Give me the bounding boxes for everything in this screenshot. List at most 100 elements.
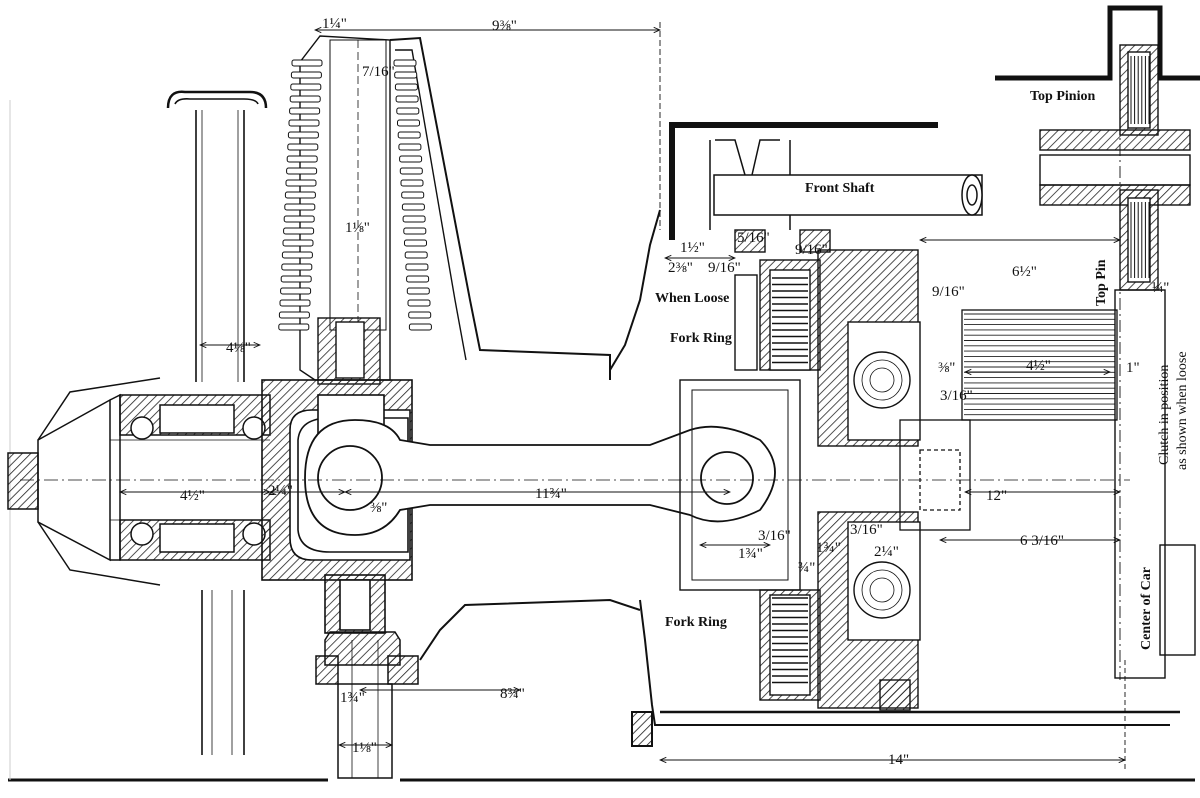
gear-tooth — [287, 143, 319, 151]
dim-3-8-b: ⅜" — [938, 360, 955, 376]
dim-4-1-2-shaft: 4½" — [1026, 358, 1051, 374]
gear-tooth — [286, 155, 318, 163]
gear-tooth — [290, 71, 322, 79]
clutch-plates — [772, 277, 808, 684]
label-top-pinion: Top Pinion — [1030, 89, 1095, 104]
gear-tooth — [404, 251, 428, 259]
gear-tooth — [398, 143, 422, 151]
dim-top-1-1-4: 1¼" — [322, 16, 347, 32]
clutch-lower — [759, 511, 921, 711]
fork-post — [166, 90, 268, 755]
dim-1-1-8-lower: 1⅛" — [352, 740, 377, 756]
gear-tooth — [394, 83, 418, 91]
lower-hub — [315, 598, 641, 779]
gear-tooth — [278, 311, 310, 319]
dim-9-16-b: 9/16" — [708, 260, 741, 276]
gear-tooth — [282, 239, 314, 247]
dim-3-16: 3/16" — [940, 388, 973, 404]
gear-tooth — [397, 119, 420, 127]
gear-tooth — [399, 155, 423, 163]
dim-7-16: 7/16" — [362, 64, 395, 80]
gear-tooth — [280, 275, 312, 283]
dim-14: 14" — [888, 752, 909, 768]
top-pinion-assembly — [1039, 44, 1196, 679]
gear-tooth — [408, 323, 432, 331]
gear-tooth — [403, 227, 427, 235]
gear-tooth — [284, 203, 316, 211]
dim-1-3-4-a: 1¾" — [738, 546, 763, 562]
dim-5-16-a: 5/16" — [737, 230, 770, 246]
dim-1-1-8-upper: 1⅛" — [345, 220, 370, 236]
dim-8-3-4: 8¾" — [500, 686, 525, 702]
gear-tooth — [281, 263, 313, 271]
gear-tooth — [401, 191, 425, 199]
dim-3-16-c: 3/16" — [850, 522, 883, 538]
gear-tooth — [287, 131, 319, 139]
gear-tooth — [290, 83, 322, 91]
front-shaft — [709, 139, 983, 230]
dim-1-1-2-front: 1½" — [680, 240, 705, 256]
gear-tooth — [283, 227, 315, 235]
gear-tooth — [396, 107, 420, 115]
dim-11-3-4: 11¾" — [535, 486, 567, 502]
gear-tooth — [289, 107, 321, 115]
gear-teeth-right — [393, 59, 432, 331]
connecting-rod — [20, 419, 1130, 536]
dim-12: 12" — [986, 488, 1007, 504]
label-front-shaft: Front Shaft — [805, 181, 875, 196]
gear-tooth — [291, 59, 323, 67]
dim-6-3-16: 6 3/16" — [1020, 533, 1064, 549]
gear-tooth — [285, 179, 317, 187]
label-clutch-note-2: as shown when loose — [1175, 351, 1190, 470]
dimension-texts: 1¼" 9⅜" 7/16" 1⅛" 4⅛" 4½" 2¼" ⅜" 11¾" 1½… — [180, 16, 1169, 768]
dim-2-1-4-b: 2¼" — [874, 544, 899, 560]
dim-9-16-a: 9/16" — [795, 242, 828, 258]
gear-tooth — [406, 287, 430, 295]
label-fork-ring-lower: Fork Ring — [665, 615, 727, 630]
gear-tooth — [402, 215, 426, 223]
left-axle-end — [7, 377, 161, 586]
gear-tooth — [407, 299, 431, 307]
gear-tooth — [400, 179, 424, 187]
label-clutch-note-1: Clutch in position — [1157, 365, 1172, 465]
dim-4-1-8: 4⅛" — [226, 340, 251, 356]
gear-tooth — [283, 215, 315, 223]
gear-tooth — [288, 119, 320, 127]
gear-tooth — [278, 323, 310, 331]
dimension-lines — [120, 22, 1125, 770]
dim-1-4: ¼" — [1152, 280, 1169, 296]
gear-tooth — [395, 95, 419, 103]
gear-tooth — [394, 71, 418, 79]
dim-3-16-b: 3/16" — [758, 528, 791, 544]
dim-3-4: ¾" — [798, 560, 815, 576]
gear-tooth — [406, 275, 430, 283]
gear-tooth — [286, 167, 318, 175]
label-when-loose: When Loose — [655, 291, 729, 306]
gear-tooth — [408, 311, 432, 319]
dim-2-3-8: 2⅜" — [668, 260, 693, 276]
gear-tooth — [281, 251, 313, 259]
label-fork-ring-upper: Fork Ring — [670, 331, 732, 346]
gear-tooth — [404, 239, 427, 247]
frame-lines — [8, 100, 1195, 782]
shaft-splines — [964, 313, 1115, 416]
pinion-stripes — [1130, 56, 1150, 278]
gear-teeth-left — [278, 59, 323, 331]
label-center-of-car: Center of Car — [1139, 567, 1154, 650]
clutch-upper — [679, 229, 921, 591]
labels: Top Pinion Front Shaft When Loose Fork R… — [655, 89, 1190, 650]
gear-tooth — [405, 263, 429, 271]
gear-tooth — [393, 59, 417, 67]
dim-6-1-2: 6½" — [1012, 264, 1037, 280]
dim-9-16-c: 9/16" — [932, 284, 965, 300]
dim-1-3-4-b: 1¾" — [816, 540, 841, 556]
gear-column — [299, 35, 611, 385]
dim-9-3-8: 9⅜" — [492, 18, 517, 34]
gear-tooth — [401, 203, 425, 211]
right-housing — [609, 5, 1200, 747]
dim-2-1-4: 2¼" — [268, 483, 293, 499]
label-top-pin: Top Pin — [1094, 259, 1109, 306]
dim-3-8: ⅜" — [370, 500, 387, 516]
